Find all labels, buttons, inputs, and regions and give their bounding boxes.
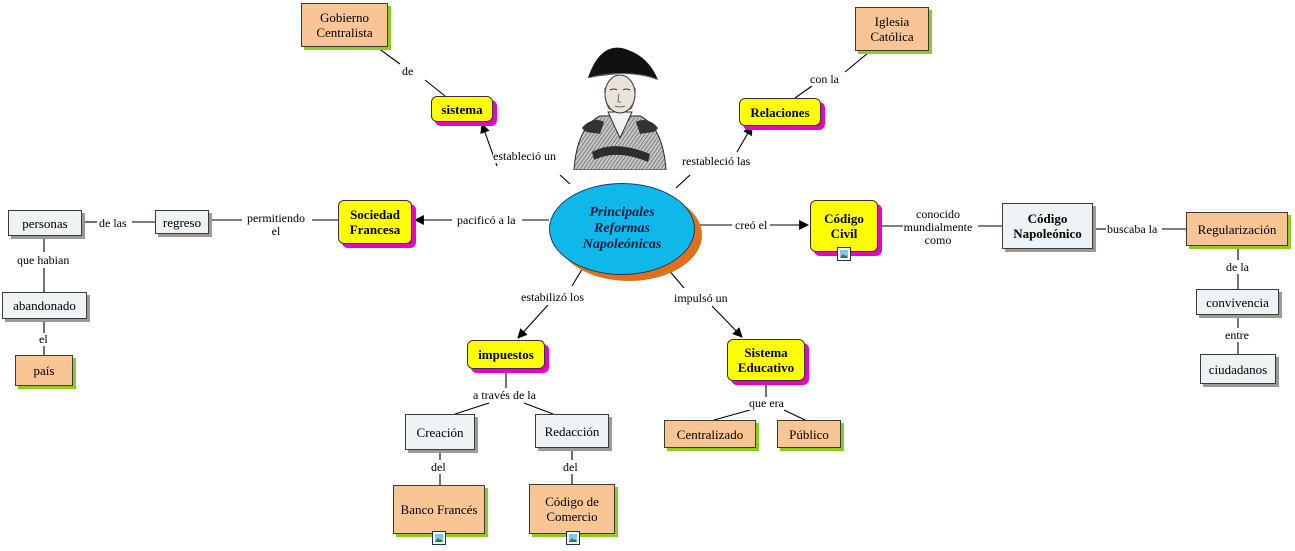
node-label: Código Civil (824, 211, 864, 241)
link-label-del-banco: del (431, 460, 446, 474)
node-creacion[interactable]: Creación (405, 414, 475, 450)
link-label-establecio-un: estableció un (493, 149, 556, 163)
link-label-estabilizo-los: estabilizó los (521, 290, 584, 304)
node-redaccion[interactable]: Redacción (535, 414, 609, 448)
link-label-creo-el: creó el (735, 218, 768, 232)
link-label-de: de (402, 64, 414, 78)
node-label: sistema (441, 101, 483, 117)
node-label: Iglesia Católica (870, 14, 914, 44)
node-codigo-de-comercio[interactable]: Código de Comercio (529, 484, 615, 534)
node-banco-frances[interactable]: Banco Francés (393, 485, 485, 534)
node-label: impuestos (478, 347, 534, 362)
node-label: personas (22, 215, 68, 231)
node-ciudadanos[interactable]: ciudadanos (1200, 354, 1276, 384)
node-sociedad-francesa[interactable]: Sociedad Francesa (338, 200, 412, 244)
node-publico[interactable]: Público (777, 420, 841, 448)
node-abandonado[interactable]: abandonado (2, 292, 87, 319)
link-label-pacifico-a-la: pacificó a la (457, 213, 516, 227)
link-label-de-las: de las (99, 216, 127, 230)
node-gobierno-centralista[interactable]: Gobierno Centralista (301, 3, 388, 47)
node-label: Público (789, 426, 829, 442)
link-label-a-traves-de-la: a través de la (473, 388, 536, 402)
node-label: Centralizado (676, 426, 744, 442)
node-regularizacion[interactable]: Regularización (1186, 212, 1288, 246)
central-topic-node[interactable]: Principales Reformas Napoleónicas (549, 183, 695, 275)
link-label-el: el (39, 332, 48, 346)
node-label: Código de Comercio (545, 494, 599, 524)
node-personas[interactable]: personas (8, 210, 82, 236)
node-label: Gobierno Centralista (316, 10, 373, 40)
node-label: Sociedad Francesa (349, 207, 401, 237)
node-label: ciudadanos (1208, 361, 1268, 377)
node-label: Creación (416, 424, 464, 440)
link-label-con-la: con la (810, 72, 839, 86)
node-pais[interactable]: país (15, 355, 73, 386)
link-label-buscaba-la: buscaba la (1107, 222, 1158, 236)
node-iglesia-catolica[interactable]: Iglesia Católica (855, 7, 929, 51)
central-topic-text: Principales Reformas Napoleónicas (582, 205, 662, 252)
napoleon-portrait-image (573, 47, 667, 170)
node-codigo-civil[interactable]: Código Civil (810, 200, 878, 252)
link-label-impulso-un: impulsó un (674, 291, 728, 305)
node-impuestos[interactable]: impuestos (467, 340, 545, 369)
node-label: Banco Francés (400, 502, 478, 517)
image-resource-icon[interactable] (432, 531, 446, 545)
node-sistema-educativo[interactable]: Sistema Educativo (727, 339, 805, 381)
link-label-permitiendo-el: permitiendo el (246, 211, 306, 238)
link-label-conocido-mundialmente-como: conocido mundialmente como (903, 207, 973, 247)
node-codigo-napoleonico[interactable]: Código Napoleónico (1002, 203, 1093, 249)
link-label-restablecio-las: restableció las (682, 154, 751, 168)
node-regreso[interactable]: regreso (155, 210, 209, 234)
image-resource-icon[interactable] (566, 531, 580, 545)
node-sistema[interactable]: sistema (431, 96, 493, 122)
node-convivencia[interactable]: convivencia (1196, 289, 1279, 315)
node-label: Redacción (544, 423, 600, 439)
node-label: país (33, 363, 55, 378)
image-resource-icon[interactable] (837, 247, 851, 261)
link-label-que-habian: que habian (17, 253, 70, 267)
node-label: regreso (162, 214, 202, 230)
node-label: Código Napoleónico (1013, 211, 1082, 241)
node-label: abandonado (13, 298, 76, 313)
node-centralizado[interactable]: Centralizado (664, 420, 756, 448)
link-label-entre: entre (1225, 328, 1249, 342)
node-label: Sistema Educativo (737, 345, 795, 375)
link-label-de-la: de la (1226, 260, 1249, 274)
node-relaciones[interactable]: Relaciones (739, 98, 821, 126)
node-label: convivencia (1206, 294, 1269, 310)
link-label-que-era: que era (749, 396, 784, 410)
node-label: Regularización (1197, 221, 1277, 237)
node-label: Relaciones (750, 104, 810, 120)
link-label-del-codigo: del (563, 460, 578, 474)
